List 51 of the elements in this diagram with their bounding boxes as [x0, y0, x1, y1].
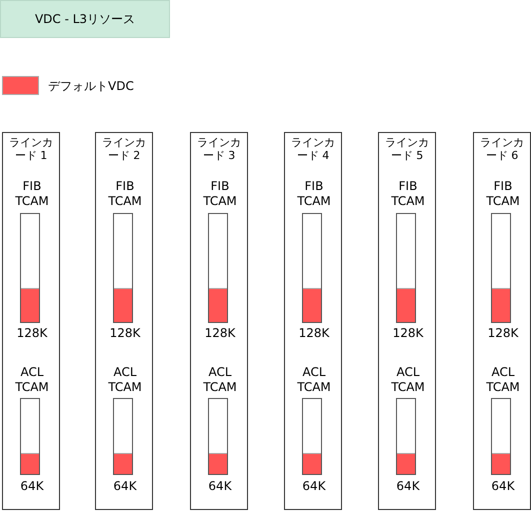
capacity-value: 64K [490, 479, 516, 494]
capacity-value: 64K [301, 479, 327, 494]
title-text: VDC - L3リソース [34, 10, 136, 28]
capacity-bar [20, 398, 40, 475]
tcam-label: ACL TCAM [202, 365, 238, 395]
capacity-bar [208, 213, 228, 323]
capacity-value: 128K [486, 326, 520, 341]
capacity-bar [302, 213, 322, 323]
tcam-label: ACL TCAM [107, 365, 143, 395]
capacity-value: 128K [108, 326, 142, 341]
capacity-value: 64K [19, 479, 45, 494]
tcam-label: ACL TCAM [14, 365, 50, 395]
line-card [2, 132, 60, 510]
tcam-label: FIB TCAM [485, 179, 521, 209]
capacity-value: 64K [207, 479, 233, 494]
capacity-value: 128K [298, 326, 330, 341]
card-heading: ラインカード 5 [384, 136, 430, 162]
capacity-bar [20, 213, 40, 323]
capacity-bar [113, 213, 133, 323]
capacity-bar [396, 398, 416, 475]
card-heading: ラインカード 2 [101, 136, 147, 162]
card-heading: ラインカード 1 [8, 136, 54, 162]
tcam-label: FIB TCAM [390, 179, 426, 209]
capacity-bar [113, 398, 133, 475]
tcam-label: FIB TCAM [14, 179, 50, 209]
card-heading: ラインカード 6 [479, 136, 525, 162]
tcam-label: FIB TCAM [107, 179, 143, 209]
tcam-label: FIB TCAM [296, 179, 332, 209]
card-heading: ラインカード 4 [290, 136, 336, 162]
capacity-bar [491, 213, 511, 323]
line-card [95, 132, 153, 510]
capacity-bar [491, 398, 511, 475]
tcam-label: ACL TCAM [390, 365, 426, 395]
line-card [473, 132, 531, 510]
capacity-bar [396, 213, 416, 323]
line-card [284, 132, 342, 510]
capacity-value: 64K [112, 479, 138, 494]
title-box [0, 0, 170, 38]
capacity-bar [302, 398, 322, 475]
capacity-value: 64K [395, 479, 421, 494]
line-card [190, 132, 248, 510]
capacity-bar [208, 398, 228, 475]
capacity-value: 128K [204, 326, 236, 341]
legend-label: デフォルトVDC [48, 78, 134, 95]
tcam-label: ACL TCAM [296, 365, 332, 395]
card-heading: ラインカード 3 [196, 136, 242, 162]
capacity-value: 128K [392, 326, 424, 341]
capacity-value: 128K [16, 326, 48, 341]
tcam-label: FIB TCAM [202, 179, 238, 209]
tcam-label: ACL TCAM [485, 365, 521, 395]
line-card [378, 132, 436, 510]
